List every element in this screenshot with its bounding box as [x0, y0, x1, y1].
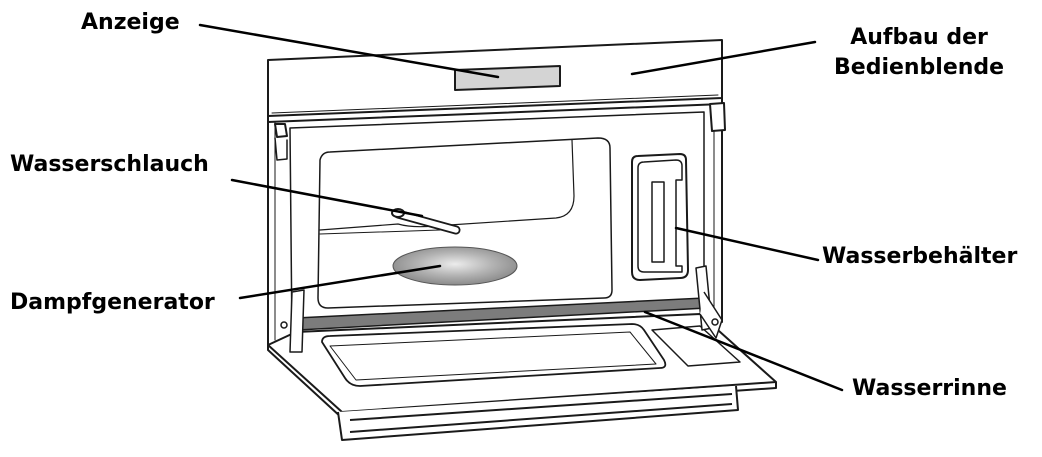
- label-anzeige: Anzeige: [81, 10, 180, 35]
- leader-wasserbehaelter: [674, 226, 820, 262]
- leader-anzeige: [198, 23, 500, 79]
- steam-generator-drawing: [392, 246, 518, 286]
- label-aufbau-line2: Bedienblende: [834, 55, 1005, 80]
- oven-body: [267, 102, 726, 346]
- leader-aufbau: [630, 40, 817, 76]
- label-wasserschlauch: Wasserschlauch: [10, 152, 209, 177]
- label-wasserbehaelter: Wasserbehälter: [822, 244, 1018, 269]
- leader-wasserschlauch: [230, 178, 424, 218]
- label-dampfgenerator: Dampfgenerator: [10, 290, 215, 315]
- door-handle: [337, 385, 739, 441]
- display-window: [454, 65, 561, 91]
- label-wasserrinne: Wasserrinne: [852, 376, 1007, 401]
- leader-dampfgenerator: [238, 264, 442, 300]
- label-aufbau-line1: Aufbau der: [850, 25, 988, 50]
- label-aufbau-der-bedienblende: Aufbau der Bedienblende: [834, 23, 1004, 83]
- leader-wasserrinne: [643, 310, 844, 392]
- oven-door: [267, 265, 777, 419]
- water-tank-drawing: [631, 153, 689, 281]
